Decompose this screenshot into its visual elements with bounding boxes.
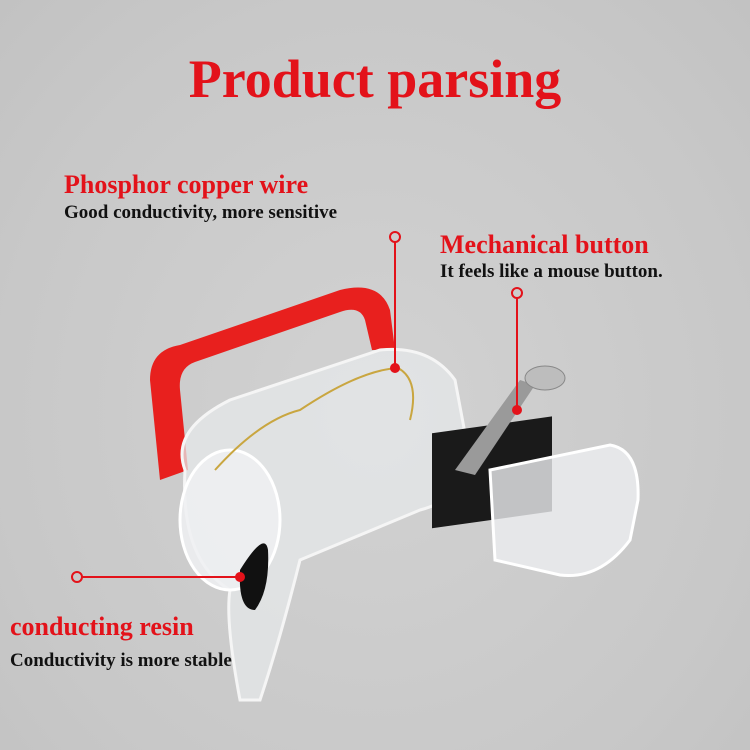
copper-wire <box>214 366 414 471</box>
callout-desc-copper-wire: Good conductivity, more sensitive <box>64 202 338 223</box>
clear-cap <box>488 443 640 578</box>
callout-desc-mechanical-button: It feels like a mouse button. <box>440 261 663 282</box>
conducting-resin-pad <box>239 543 269 610</box>
page-title: Product parsing <box>188 49 562 109</box>
lever-roller <box>524 365 566 391</box>
callout-desc-conducting-resin: Conductivity is more stable <box>10 650 232 671</box>
callout-label-mechanical-button: Mechanical button <box>440 230 649 259</box>
callout-label-conducting-resin: conducting resin <box>10 612 194 641</box>
callout-label-copper-wire: Phosphor copper wire <box>64 170 309 199</box>
red-trigger-handle <box>150 287 395 480</box>
switch-lever <box>455 380 535 475</box>
